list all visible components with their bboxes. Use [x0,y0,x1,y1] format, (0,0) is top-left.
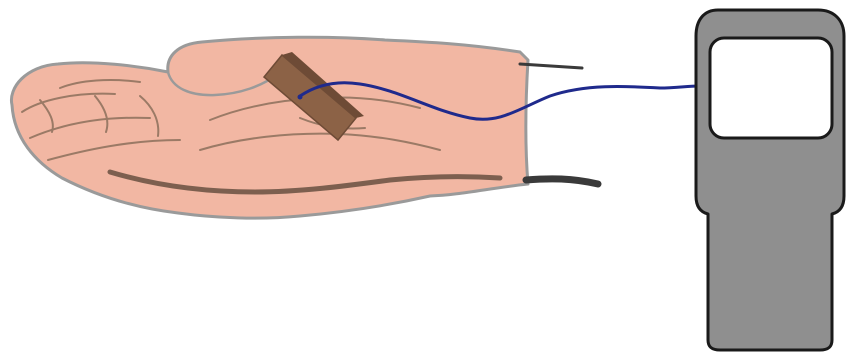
sleeve-edge-top [520,64,582,68]
device-screen [710,38,832,138]
sleeve-edge-bottom [526,179,598,184]
sensor-tip [298,95,303,100]
monitor-device [696,10,844,350]
